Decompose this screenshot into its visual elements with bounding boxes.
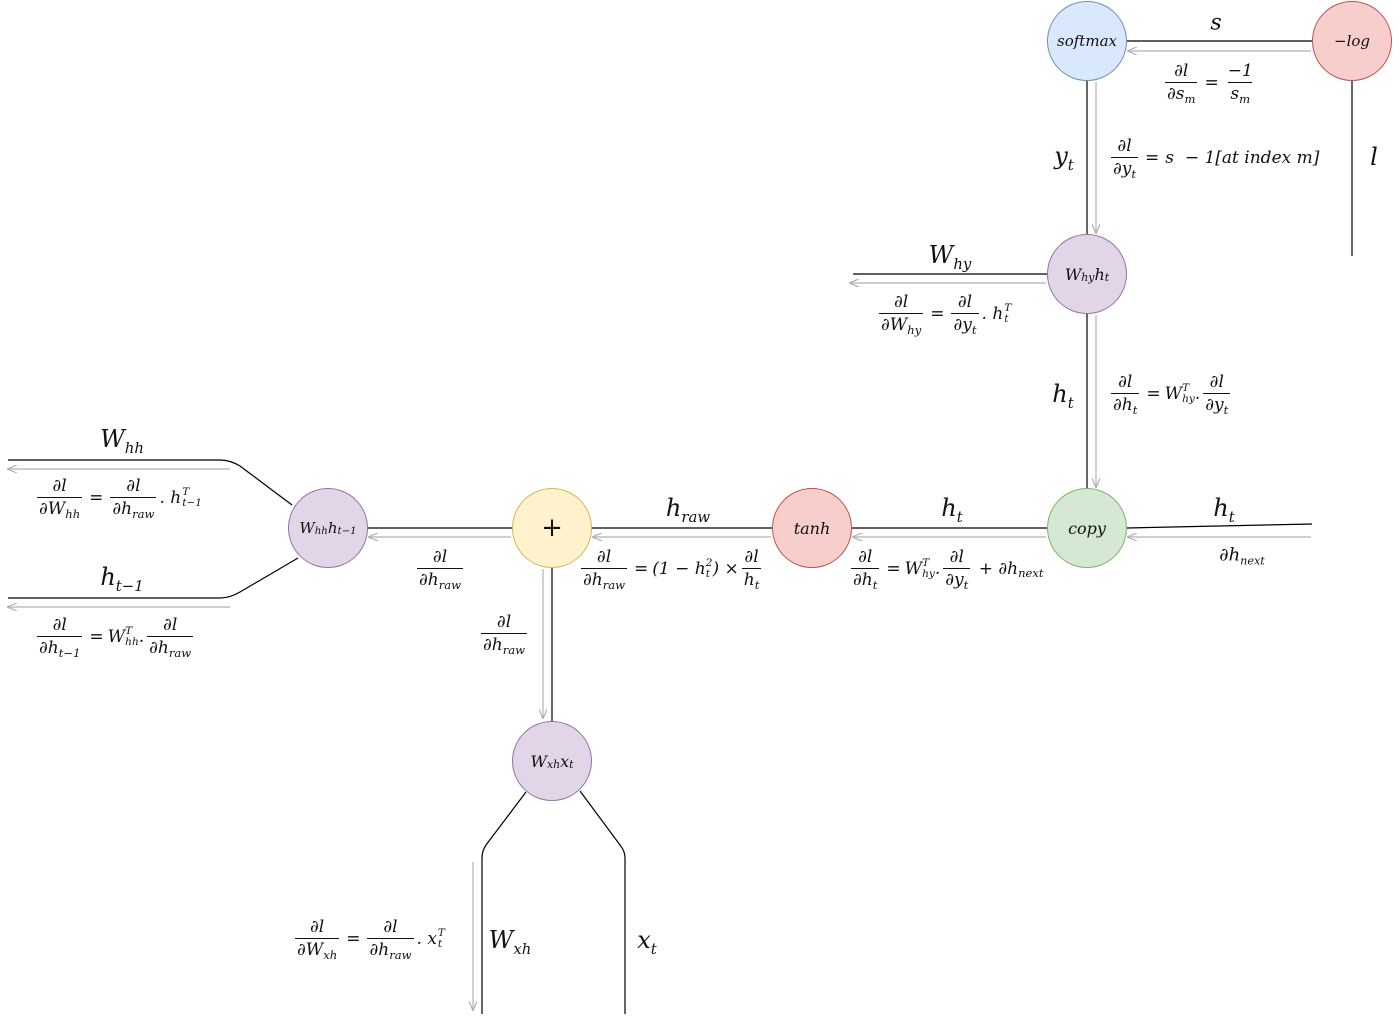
copy-node: copy xyxy=(1047,488,1127,568)
wire-wxh-left xyxy=(481,791,527,1014)
wire-whh-bottom xyxy=(8,557,299,599)
label-y-t: yt xyxy=(1054,142,1074,174)
label-W-hy: Why xyxy=(928,241,972,273)
wire-whh-top xyxy=(8,459,293,506)
softmax-node-label: softmax xyxy=(1057,32,1117,50)
label-W-xh: Wxh xyxy=(488,926,532,958)
plus-node-label: + xyxy=(541,513,563,543)
eq-dl-dhraw-left: ∂l∂hraw xyxy=(417,547,464,593)
copy-node-label: copy xyxy=(1068,518,1106,538)
tanh-node: tanh xyxy=(772,488,852,568)
label-W-hh: Whh xyxy=(100,425,144,457)
label-h-t-minus-1: ht−1 xyxy=(100,563,144,595)
label-l: l xyxy=(1370,143,1378,171)
label-h-raw: hraw xyxy=(665,494,711,526)
eq-dl-dyt: ∂l∂yt = s − 1[at index m] xyxy=(1111,136,1320,182)
label-h-t-right: ht xyxy=(1213,494,1235,526)
eq-dl-dhraw-down: ∂l∂hraw xyxy=(481,612,528,658)
neglog-node: −log xyxy=(1312,1,1392,81)
label-x-t: xt xyxy=(637,926,657,958)
label-dh-next: ∂hnext xyxy=(1219,544,1265,568)
neglog-node-label: −log xyxy=(1334,32,1370,50)
tanh-node-label: tanh xyxy=(793,518,831,538)
softmax-node: softmax xyxy=(1047,1,1127,81)
wire-wxh-right xyxy=(579,790,626,1014)
label-s: s xyxy=(1210,10,1222,36)
label-h-t-copy-left: ht xyxy=(941,494,963,526)
label-h-t-vertical: ht xyxy=(1052,380,1074,412)
plus-node: + xyxy=(512,488,592,568)
wire-copy-right xyxy=(1126,523,1313,529)
